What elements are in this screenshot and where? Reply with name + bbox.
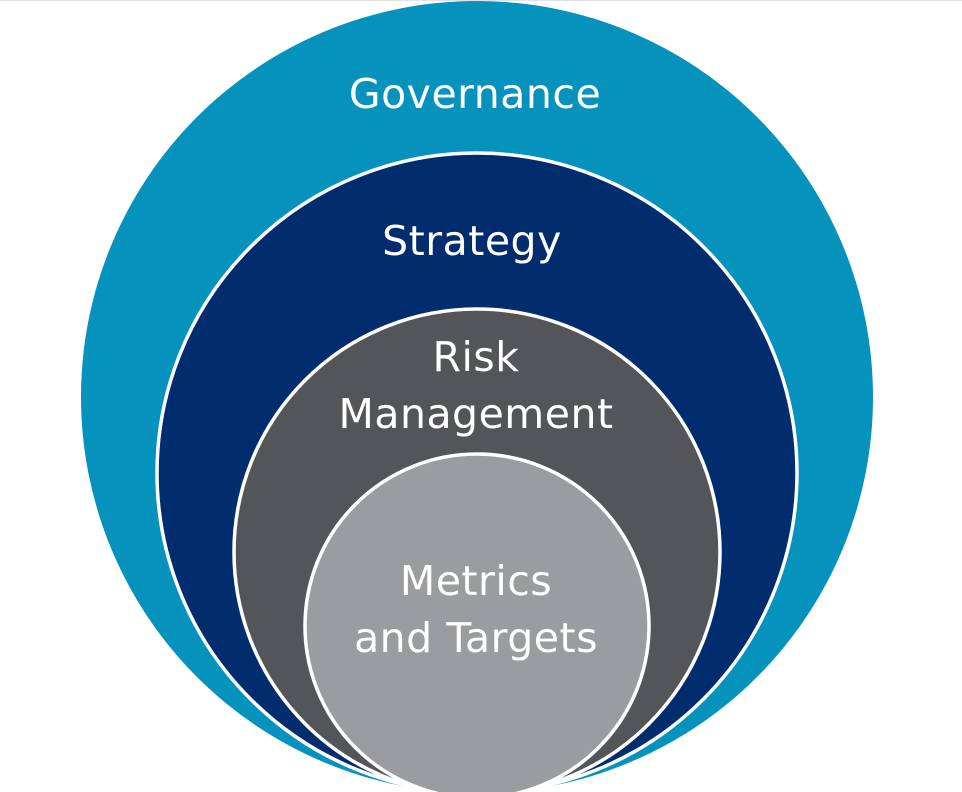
metrics-targets-label-line2: and Targets	[354, 614, 598, 662]
top-divider	[0, 0, 962, 1]
metrics-targets-label-line1: Metrics	[400, 557, 552, 605]
risk-management-label-line2: Management	[338, 390, 613, 438]
governance-label: Governance	[349, 70, 601, 118]
strategy-label: Strategy	[382, 217, 562, 265]
metrics-targets-circle	[303, 452, 651, 792]
risk-management-label-line1: Risk	[433, 333, 520, 381]
